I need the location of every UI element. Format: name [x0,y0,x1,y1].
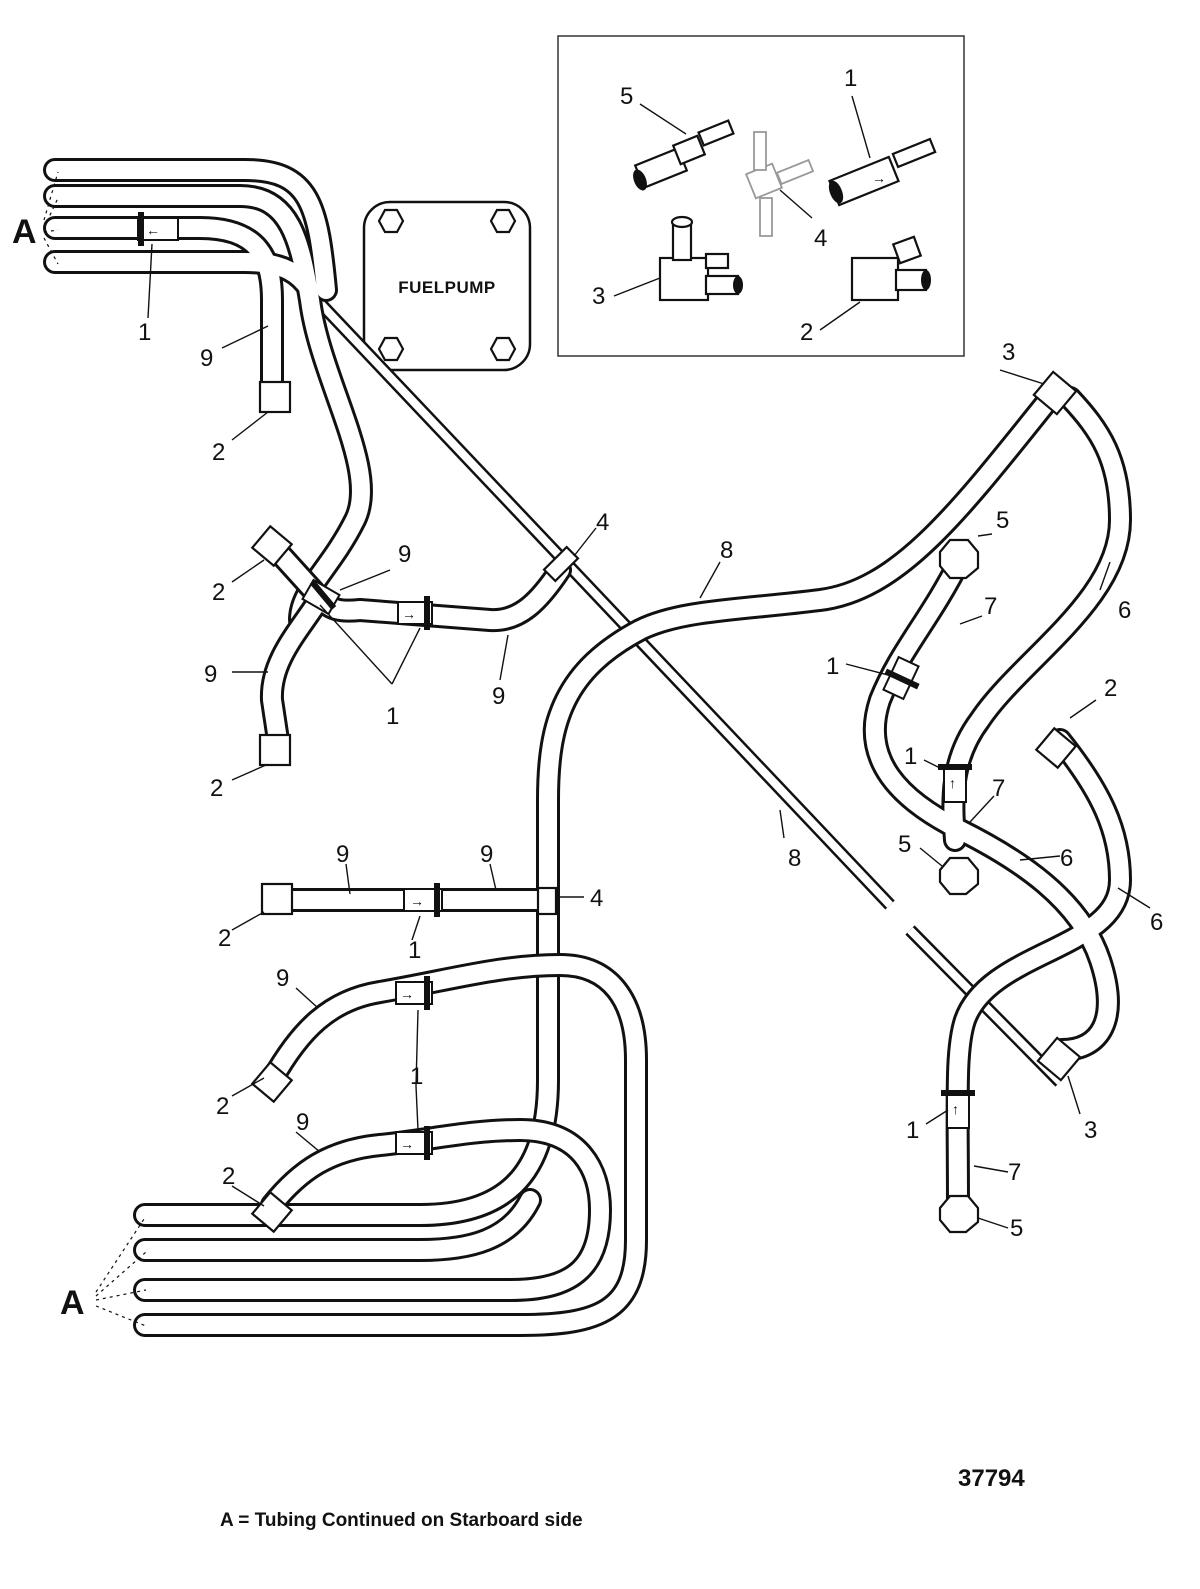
check-valve: → [403,883,443,917]
svg-text:→: → [400,1136,414,1152]
legend-label-4: 4 [814,225,827,252]
connector-fitting [938,1194,980,1234]
callout-7: 7 [1008,1159,1021,1186]
callout-3: 3 [1002,339,1015,366]
svg-text:→: → [410,893,424,909]
tubing-bundle-bottom-left [133,888,648,1337]
legend-label-2: 2 [800,319,813,346]
elbow-fitting [258,380,292,414]
legend-fitting-straight-connector [633,119,735,191]
callout-1: 1 [826,653,839,680]
fittings [250,370,1082,1234]
elbow-fitting [258,733,292,767]
callout-8: 8 [788,845,801,872]
fitting-legend-inset: → 5 1 4 [557,35,965,357]
check-valve: ← [137,212,179,246]
callout-2: 2 [216,1093,229,1120]
callout-1: 1 [410,1063,423,1090]
leader-lines [147,243,1151,1229]
callout-9: 9 [276,965,289,992]
callout-9: 9 [200,345,213,372]
connector-fitting [938,538,980,580]
check-valve: → [395,1126,433,1160]
check-valve [301,578,341,616]
callout-5: 5 [996,507,1009,534]
callout-7: 7 [992,775,1005,802]
continuation-marker-bottom: A [60,1215,147,1327]
callout-4: 4 [590,885,603,912]
fuel-pump: FUELPUMP [362,200,532,372]
callout-2: 2 [212,439,225,466]
legend-label-5: 5 [620,83,633,110]
callout-1: 1 [386,703,399,730]
callout-8: 8 [720,537,733,564]
svg-text:←: ← [146,222,160,238]
callout-5: 5 [1010,1215,1023,1242]
legend-label-3: 3 [592,283,605,310]
check-valve: → [397,596,433,630]
callout-2: 2 [1104,675,1117,702]
drawing-number: 37794 [958,1465,1025,1492]
callout-5: 5 [898,831,911,858]
callout-3: 3 [1084,1117,1097,1144]
callout-9: 9 [336,841,349,868]
callout-4: 4 [596,509,609,536]
callout-6: 6 [1150,909,1163,936]
callout-2: 2 [212,579,225,606]
callout-2: 2 [222,1163,235,1190]
check-valves: ← → → → → [137,212,975,1160]
center-loop-hose [133,386,1062,1227]
fuel-pump-label: FUELPUMP [398,278,496,297]
marker-a-top: A [12,213,37,251]
callout-9: 9 [480,841,493,868]
elbow-fitting [260,882,294,916]
legend-label-1: 1 [844,65,857,92]
callout-7: 7 [984,593,997,620]
legend-fitting-check-valve: → [828,137,937,207]
callout-9: 9 [204,661,217,688]
check-valve: → [395,976,433,1010]
callout-numbers: 1 9 2 2 9 9 1 9 2 4 8 9 9 2 1 4 8 9 1 2 … [138,319,1163,1242]
check-valve: ↑ [941,1090,975,1129]
legend-fitting-block-tee [658,215,743,302]
elbow-fitting [250,1190,294,1234]
line-tee-fitting [536,886,558,916]
legend-fitting-elbow [850,235,931,302]
callout-6: 6 [1060,845,1073,872]
elbow-fitting [1034,726,1078,770]
elbow-fitting [250,1060,294,1104]
callout-1: 1 [906,1117,919,1144]
check-valve: ↑ [938,764,972,803]
svg-text:→: → [402,606,416,622]
marker-a-bottom: A [60,1284,85,1322]
svg-text:↑: ↑ [949,775,956,791]
elbow-fitting [250,524,294,568]
callout-2: 2 [218,925,231,952]
legend-fitting-tee [744,131,815,237]
svg-text:→: → [400,986,414,1002]
svg-text:→: → [872,170,886,186]
continuation-marker-top: A [12,171,59,265]
check-valve [882,655,920,701]
tubing-bundle-top-left [43,158,373,632]
connector-fitting [938,856,980,896]
callout-2: 2 [210,775,223,802]
line-tee-fitting [542,545,580,583]
svg-text:↑: ↑ [952,1101,959,1117]
callout-9: 9 [492,683,505,710]
callout-9: 9 [296,1109,309,1136]
callout-1: 1 [904,743,917,770]
callout-9: 9 [398,541,411,568]
callout-6: 6 [1118,597,1131,624]
callout-1: 1 [138,319,151,346]
footer-note: A = Tubing Continued on Starboard side [220,1510,583,1531]
callout-1: 1 [408,937,421,964]
tee-fitting [1036,1036,1082,1082]
